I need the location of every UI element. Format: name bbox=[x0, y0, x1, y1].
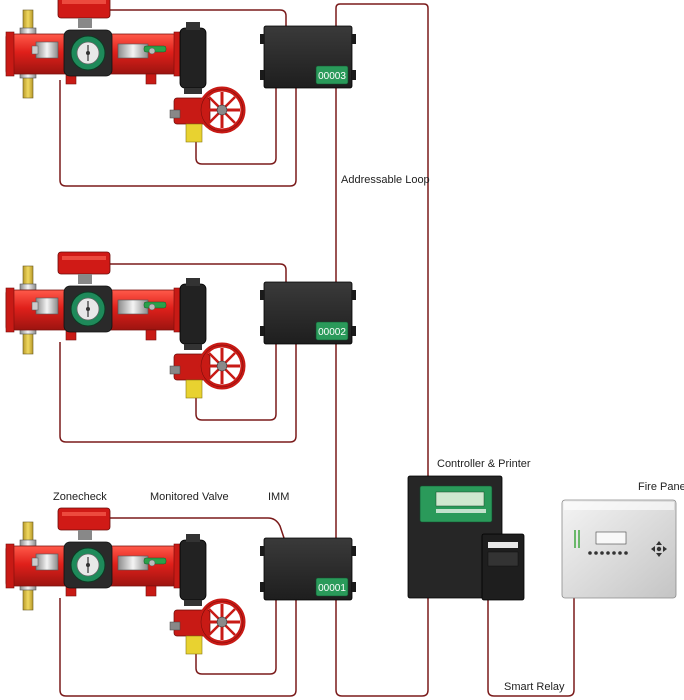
imm-label: IMM bbox=[268, 491, 290, 503]
zonecheck-assembly-1 bbox=[5, 507, 183, 611]
addressable-loop-return bbox=[335, 598, 429, 697]
smart-relay-wire bbox=[487, 598, 575, 697]
controller-printer-unit bbox=[407, 475, 525, 601]
monitored-valve-2 bbox=[170, 278, 243, 398]
imm-module-2-id: 00002 bbox=[318, 327, 346, 338]
imm-module-2: 00002 bbox=[259, 281, 357, 345]
printer-paper-slot bbox=[488, 542, 518, 548]
imm-module-3-id: 00003 bbox=[318, 71, 346, 82]
imm-module-3: 00003 bbox=[259, 25, 357, 89]
addressable-loop-wire bbox=[335, 3, 429, 478]
zonecheck-label: Zonecheck bbox=[53, 491, 107, 503]
smart-relay-label: Smart Relay bbox=[504, 681, 565, 693]
monitored-valve-3 bbox=[170, 22, 243, 142]
controller-printer-label: Controller & Printer bbox=[437, 458, 531, 470]
monitored-valve-label: Monitored Valve bbox=[150, 491, 229, 503]
printer-body bbox=[481, 533, 525, 601]
wiring bbox=[59, 3, 575, 697]
zonecheck-assembly-3 bbox=[5, 0, 183, 99]
addressable-loop-label: Addressable Loop bbox=[341, 174, 430, 186]
fire-panel-indicator-leds bbox=[588, 551, 628, 555]
fire-panel-lcd bbox=[595, 531, 627, 545]
imm-module-1-id: 00001 bbox=[318, 583, 346, 594]
controller-lcd bbox=[435, 491, 485, 507]
fire-panel-navigation-keypad bbox=[651, 541, 667, 557]
imm-module-1: 00001 bbox=[259, 537, 357, 601]
fire-panel-unit bbox=[561, 499, 677, 599]
zonecheck-assembly-2 bbox=[5, 251, 183, 355]
fire-panel-label: Fire Panel bbox=[638, 481, 684, 493]
monitored-valve-1 bbox=[170, 534, 243, 654]
fire-panel-enclosure bbox=[561, 499, 677, 599]
